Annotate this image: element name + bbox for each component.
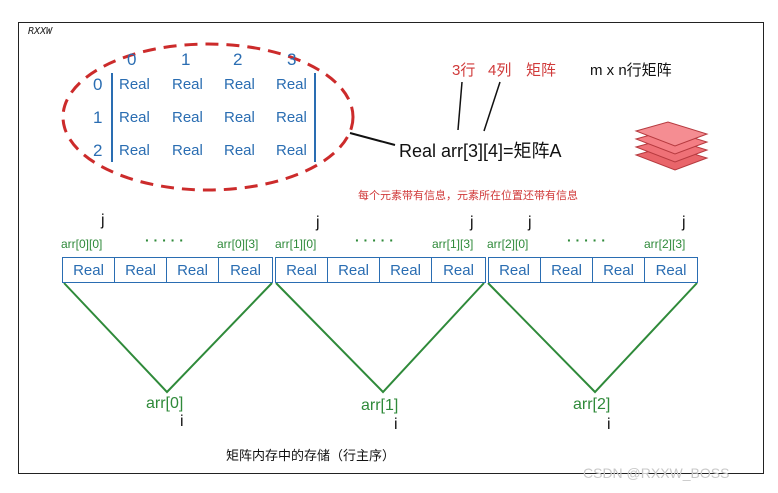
row-name: arr[1] [361, 397, 399, 414]
matrix-row-header: 1 [93, 108, 103, 127]
j-marker: j [528, 214, 532, 231]
matrix-label: 矩阵 [526, 62, 557, 79]
matrix-col-header: 1 [181, 50, 191, 69]
j-marker: j [316, 214, 320, 231]
triangle-arr1 [275, 282, 485, 394]
memory-cell: Real [540, 257, 593, 283]
matrix-cell: Real [276, 76, 307, 93]
memory-first-index: arr[2][0] [487, 237, 529, 251]
matrix-cell: Real [224, 109, 255, 126]
ellipsis-dots: · · · · · [567, 232, 606, 248]
j-marker: j [470, 214, 474, 231]
rows-pointer [457, 81, 463, 131]
diagram-frame [18, 22, 764, 474]
memory-cell: Real [275, 257, 328, 283]
connector-line [349, 132, 396, 146]
matrix-ellipse [61, 42, 355, 192]
info-note: 每个元素带有信息，元素所在位置还带有信息 [358, 190, 578, 202]
memory-last-index: arr[0][3] [217, 237, 259, 251]
cols-pointer [483, 81, 501, 132]
row-name: arr[0] [146, 395, 184, 412]
matrix-row-header: 0 [93, 75, 103, 94]
memory-cell: Real [114, 257, 167, 283]
row-name: arr[2] [573, 396, 611, 413]
ellipsis-dots: · · · · · [145, 232, 184, 248]
array-declaration: Real arr[3][4]=矩阵A [399, 141, 562, 161]
matrix-cell: Real [172, 142, 203, 159]
matrix-col-header: 3 [287, 50, 297, 69]
cols-label: 4列 [488, 62, 512, 79]
matrix-cell: Real [119, 109, 150, 126]
matrix-cell: Real [119, 76, 150, 93]
memory-last-index: arr[1][3] [432, 237, 474, 251]
rows-label: 3行 [452, 62, 476, 79]
memory-cell: Real [379, 257, 432, 283]
matrix-cell: Real [276, 142, 307, 159]
matrix-cell: Real [224, 76, 255, 93]
memory-cell: Real [644, 257, 698, 283]
memory-cell: Real [166, 257, 219, 283]
memory-cell: Real [327, 257, 380, 283]
memory-cell: Real [431, 257, 486, 283]
logo-text: RXXW [28, 26, 53, 37]
memory-cell: Real [488, 257, 541, 283]
watermark: CSDN @RXXW_BOSS [583, 465, 730, 481]
matrix-cell: Real [224, 142, 255, 159]
memory-first-index: arr[0][0] [61, 237, 103, 251]
mxn-label: m x n行矩阵 [590, 62, 672, 79]
i-marker: i [607, 416, 611, 433]
j-marker: j [682, 214, 686, 231]
matrix-cell: Real [119, 142, 150, 159]
stack-of-sheets-icon [634, 121, 709, 171]
matrix-cell: Real [172, 76, 203, 93]
memory-last-index: arr[2][3] [644, 237, 686, 251]
diagram-caption: 矩阵内存中的存储（行主序） [226, 448, 396, 463]
matrix-row-header: 2 [93, 141, 103, 160]
ellipsis-dots: · · · · · [355, 232, 394, 248]
memory-cell: Real [592, 257, 645, 283]
triangle-arr0 [63, 282, 273, 394]
matrix-col-header: 0 [127, 50, 137, 69]
memory-cell: Real [218, 257, 273, 283]
j-marker: j [101, 212, 105, 229]
triangle-arr2 [487, 282, 698, 394]
memory-first-index: arr[1][0] [275, 237, 317, 251]
matrix-cell: Real [172, 109, 203, 126]
matrix-col-header: 2 [233, 50, 243, 69]
matrix-cell: Real [276, 109, 307, 126]
memory-cell: Real [62, 257, 115, 283]
i-marker: i [394, 416, 398, 433]
i-marker: i [180, 413, 184, 430]
